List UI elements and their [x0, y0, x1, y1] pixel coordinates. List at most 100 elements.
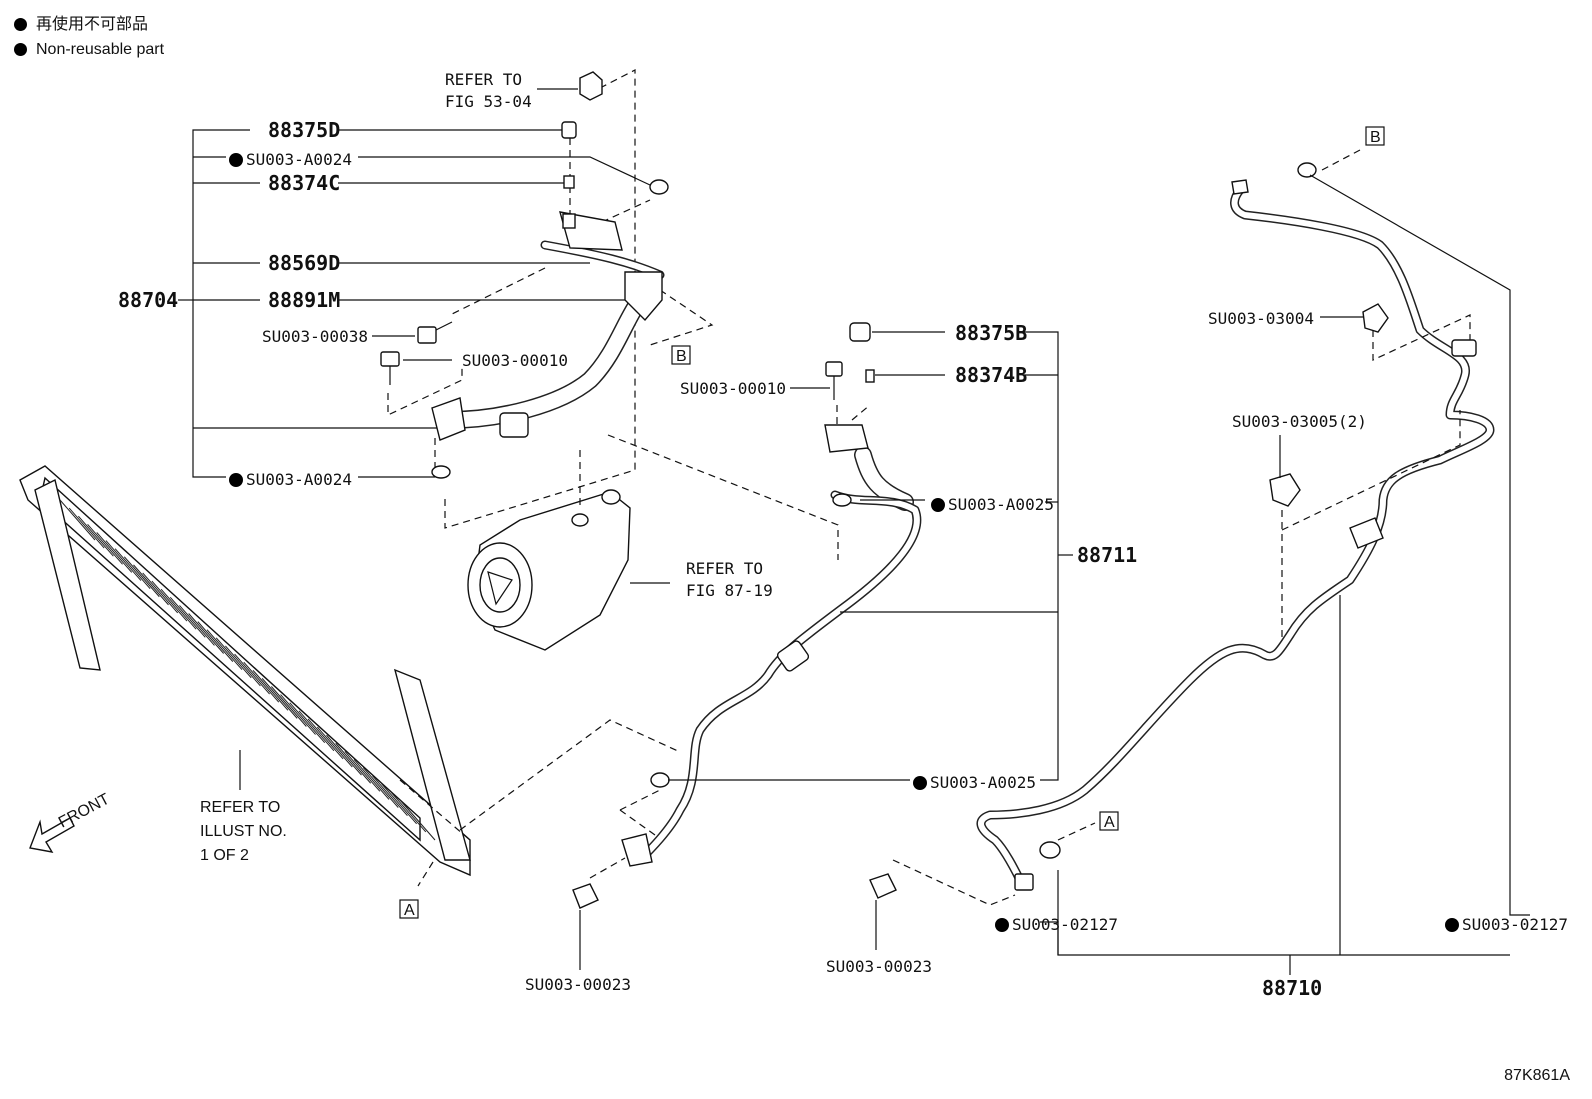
part-su003-a0024-top: SU003-A0024 — [246, 150, 352, 169]
ref-box-b-right-text: B — [1370, 129, 1381, 146]
condenser-fin — [243, 661, 280, 703]
condenser-fin — [353, 759, 390, 800]
condenser-fin — [234, 653, 270, 695]
pipe-88710 — [572, 162, 1495, 909]
condenser-fin — [151, 580, 188, 622]
condenser-fin — [160, 588, 197, 630]
legend: 再使用不可部品 Non-reusable part — [14, 12, 164, 62]
ref-box-b-right — [1365, 126, 1385, 146]
hose-88704 — [431, 179, 669, 479]
refer-to-text-2: REFER TO — [686, 559, 763, 578]
group-88710-dashes — [589, 149, 1471, 906]
non-reusable-dot-icon — [14, 18, 27, 31]
group-88711-leaders — [668, 331, 1073, 781]
condenser-fin — [362, 767, 399, 808]
refer-to-text-3: REFER TO — [200, 799, 280, 816]
condenser-fin — [280, 694, 316, 735]
non-reusable-dot-icon — [14, 43, 27, 56]
compressor — [467, 434, 839, 651]
part-88569D: 88569D — [268, 251, 340, 275]
part-su003-03004: SU003-03004 — [1208, 309, 1314, 328]
non-reusable-dot-icon — [229, 473, 243, 487]
part-88375B: 88375B — [955, 321, 1027, 345]
condenser-fin — [298, 710, 335, 752]
condenser-fin — [381, 783, 417, 825]
part-su003-00010-left: SU003-00010 — [462, 351, 568, 370]
condenser-fin — [96, 532, 133, 573]
part-88374C: 88374C — [268, 171, 340, 195]
part-su003-a0025-bottom: SU003-A0025 — [930, 773, 1036, 792]
non-reusable-dot-icon — [229, 153, 243, 167]
ref-box-a-left — [399, 899, 419, 919]
condenser-fin — [188, 613, 225, 654]
part-88710: 88710 — [1262, 976, 1322, 1000]
non-reusable-dot-icon — [913, 776, 927, 790]
condenser-fin — [78, 515, 114, 557]
part-su003-03005: SU003-03005(2) — [1232, 412, 1367, 431]
condenser-fin — [344, 751, 381, 792]
part-88711: 88711 — [1077, 543, 1137, 567]
front-arrow-icon — [29, 817, 75, 853]
part-88374B: 88374B — [955, 363, 1027, 387]
condenser-fin — [307, 718, 344, 760]
condenser-fin — [372, 775, 408, 817]
condenser-fin — [270, 686, 307, 727]
labels: REFER TO FIG 53-04 88375D SU003-A0024 88… — [56, 70, 1568, 1000]
ref-box-b-left-text: B — [676, 348, 687, 365]
part-su003-00023-mid: SU003-00023 — [826, 957, 932, 976]
legend-row-en: Non-reusable part — [14, 37, 164, 62]
condenser-fin — [390, 791, 427, 833]
condenser-fin — [197, 621, 234, 662]
legend-text-en: Non-reusable part — [36, 41, 165, 58]
condenser-fin — [252, 669, 289, 711]
condenser — [19, 465, 681, 887]
group-88704-dashes — [387, 69, 714, 529]
non-reusable-dot-icon — [1445, 918, 1459, 932]
condenser-fin — [123, 556, 160, 598]
group-88710-leaders — [579, 174, 1530, 975]
one-of-two-text: 1 OF 2 — [200, 847, 249, 864]
part-su003-00023-left: SU003-00023 — [525, 975, 631, 994]
condenser-fin — [261, 678, 298, 719]
fig-53-04-text: FIG 53-04 — [445, 92, 532, 111]
small-parts-left — [380, 71, 603, 385]
fig-87-19-text: FIG 87-19 — [686, 581, 773, 600]
condenser-fin — [289, 702, 326, 744]
condenser-fin — [206, 629, 243, 671]
legend-row-jp: 再使用不可部品 — [14, 12, 164, 37]
condenser-fin — [87, 523, 123, 565]
condenser-fin — [335, 742, 372, 784]
figure-code: 87K861A — [1504, 1067, 1570, 1084]
part-su003-a0024-bottom: SU003-A0024 — [246, 470, 352, 489]
hose-88711 — [619, 322, 922, 867]
ref-box-a-left-text: A — [404, 902, 415, 919]
part-su003-00038: SU003-00038 — [262, 327, 368, 346]
condenser-fin — [215, 637, 252, 679]
condenser-fin — [179, 605, 215, 646]
part-su003-02127-left: SU003-02127 — [1012, 915, 1118, 934]
front-label: FRONT — [56, 791, 113, 832]
non-reusable-dot-icon — [931, 498, 945, 512]
refer-to-text: REFER TO — [445, 70, 522, 89]
ref-box-a-right — [1099, 811, 1119, 831]
group-88704-leaders — [178, 88, 651, 478]
condenser-fin — [142, 572, 179, 614]
condenser-fin — [225, 645, 261, 687]
non-reusable-dot-icon — [995, 918, 1009, 932]
condenser-fin — [399, 799, 436, 841]
condenser-fin — [326, 734, 362, 776]
part-88704: 88704 — [118, 288, 178, 312]
part-su003-00010-mid: SU003-00010 — [680, 379, 786, 398]
part-88891M: 88891M — [268, 288, 340, 312]
ref-box-b-left — [671, 345, 691, 365]
condenser-fin — [169, 596, 206, 638]
illust-no-text: ILLUST NO. — [200, 823, 287, 840]
part-su003-02127-right: SU003-02127 — [1462, 915, 1568, 934]
condenser-fins — [59, 499, 436, 841]
legend-text-jp: 再使用不可部品 — [36, 16, 149, 33]
condenser-fin — [105, 540, 142, 581]
part-su003-a0025-top: SU003-A0025 — [948, 495, 1054, 514]
ref-box-a-right-text: A — [1104, 814, 1115, 831]
condenser-fin — [114, 548, 151, 589]
